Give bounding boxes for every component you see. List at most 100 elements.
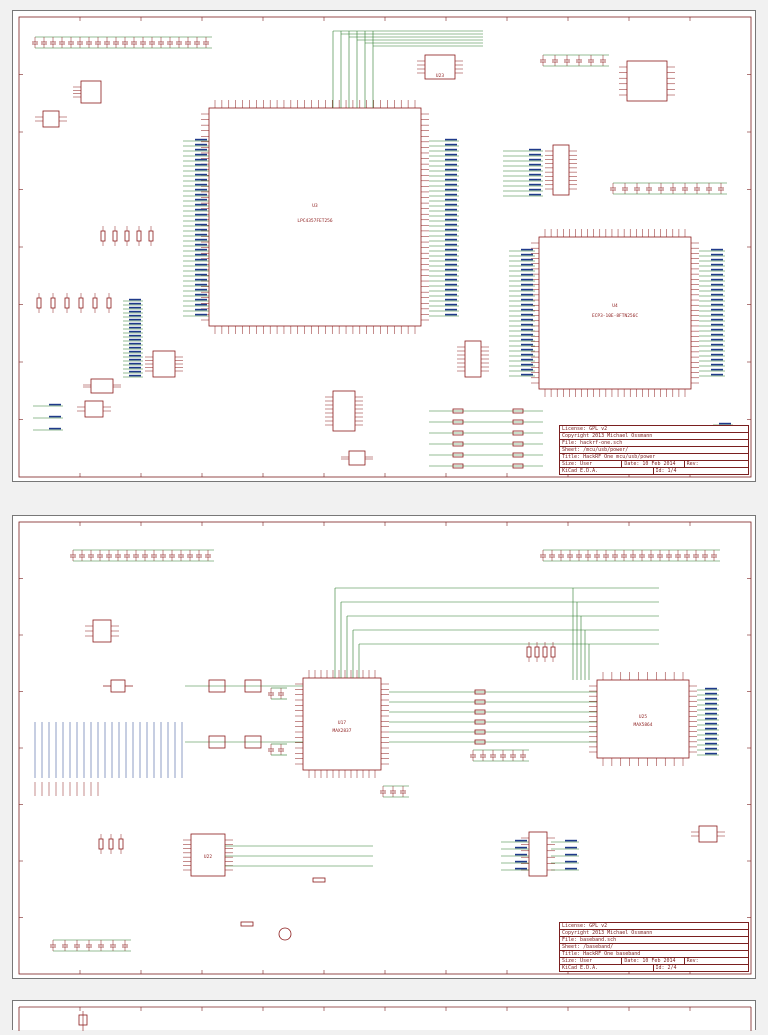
tb-date: Date: 10 Feb 2014 bbox=[621, 958, 683, 964]
net-label bbox=[705, 742, 717, 745]
resistor bbox=[474, 739, 486, 745]
net-label bbox=[445, 298, 457, 301]
net-label bbox=[445, 233, 457, 236]
net-label bbox=[711, 288, 723, 291]
tb-size: Size: User bbox=[562, 461, 593, 467]
net-label bbox=[711, 278, 723, 281]
net-label bbox=[565, 867, 577, 870]
net-label bbox=[195, 283, 207, 286]
net-label bbox=[705, 712, 717, 715]
net-label bbox=[445, 268, 457, 271]
net-label bbox=[445, 203, 457, 206]
left-ic-2 bbox=[152, 350, 176, 378]
tb-sheet: Sheet: /baseband/ bbox=[560, 944, 748, 951]
transceiver-chip bbox=[302, 677, 382, 771]
net-label bbox=[195, 258, 207, 261]
net-label bbox=[529, 168, 541, 171]
title-block-2: License: GPL v2 Copyright 2013 Michael O… bbox=[559, 922, 749, 972]
net-label bbox=[705, 737, 717, 740]
small-ic-ref: U23 bbox=[436, 73, 444, 79]
tb-license: License: GPL v2 bbox=[560, 923, 748, 930]
resistor bbox=[118, 838, 124, 850]
net-label bbox=[445, 228, 457, 231]
net-label bbox=[195, 293, 207, 296]
net-label bbox=[521, 363, 533, 366]
tb-size: Size: User bbox=[562, 958, 593, 964]
net-label bbox=[129, 358, 141, 361]
net-label bbox=[705, 727, 717, 730]
net-label bbox=[529, 173, 541, 176]
net-label bbox=[521, 308, 533, 311]
net-label bbox=[129, 318, 141, 321]
net-label bbox=[521, 328, 533, 331]
resistor bbox=[512, 419, 524, 425]
resistor bbox=[474, 689, 486, 695]
net-label bbox=[529, 163, 541, 166]
net-label bbox=[529, 178, 541, 181]
tb-file: File: hackrf-one.sch bbox=[560, 440, 748, 447]
net-label bbox=[195, 143, 207, 146]
net-label bbox=[711, 358, 723, 361]
tb-kicad-id: KiCad E.D.A. Id: 2/4 bbox=[560, 965, 748, 971]
power-ic bbox=[92, 619, 112, 643]
net-label bbox=[195, 158, 207, 161]
tb-id: Id: 1/4 bbox=[652, 468, 747, 474]
net-label bbox=[521, 343, 533, 346]
net-label bbox=[711, 298, 723, 301]
net-label bbox=[565, 846, 577, 849]
net-label bbox=[711, 248, 723, 251]
net-label bbox=[445, 178, 457, 181]
header bbox=[464, 340, 482, 378]
regulator-chip bbox=[626, 60, 668, 102]
resistor bbox=[512, 430, 524, 436]
net-label bbox=[129, 366, 141, 369]
net-label bbox=[195, 203, 207, 206]
net-label bbox=[521, 288, 533, 291]
net-label bbox=[195, 223, 207, 226]
net-label bbox=[711, 343, 723, 346]
net-label bbox=[195, 188, 207, 191]
net-label bbox=[445, 253, 457, 256]
net-label bbox=[705, 692, 717, 695]
net-label bbox=[195, 168, 207, 171]
net-label bbox=[529, 158, 541, 161]
resistor bbox=[108, 838, 114, 850]
net-label bbox=[711, 303, 723, 306]
adc-ref: U25 bbox=[639, 714, 647, 720]
net-label bbox=[445, 148, 457, 151]
net-label bbox=[515, 853, 527, 856]
net-label bbox=[129, 306, 141, 309]
net-label bbox=[529, 183, 541, 186]
net-label bbox=[521, 263, 533, 266]
net-label bbox=[195, 208, 207, 211]
net-label bbox=[445, 223, 457, 226]
net-label bbox=[711, 368, 723, 371]
net-label bbox=[521, 353, 533, 356]
tb-kicad-id: KiCad E.D.A. Id: 1/4 bbox=[560, 468, 748, 474]
net-label bbox=[445, 303, 457, 306]
net-label bbox=[521, 323, 533, 326]
net-label bbox=[521, 273, 533, 276]
schematic-drawing-3 bbox=[18, 1006, 752, 1031]
resistor bbox=[452, 463, 464, 469]
resistor bbox=[452, 419, 464, 425]
tb-license: License: GPL v2 bbox=[560, 426, 748, 433]
net-label bbox=[49, 427, 61, 430]
net-label bbox=[195, 278, 207, 281]
mcu-part: LPC4357FET256 bbox=[297, 218, 333, 224]
tb-rev: Rev: bbox=[683, 958, 746, 964]
resistor bbox=[452, 441, 464, 447]
net-label bbox=[711, 293, 723, 296]
net-label bbox=[129, 362, 141, 365]
net-label bbox=[521, 358, 533, 361]
net-label bbox=[445, 173, 457, 176]
resistor bbox=[512, 452, 524, 458]
net-label bbox=[445, 273, 457, 276]
cpld-chip bbox=[538, 236, 692, 390]
net-label bbox=[521, 303, 533, 306]
net-label bbox=[129, 370, 141, 373]
net-label bbox=[195, 238, 207, 241]
header-2 bbox=[552, 144, 570, 196]
